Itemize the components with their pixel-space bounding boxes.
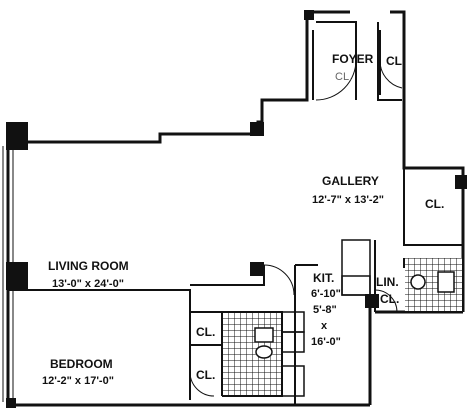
kitchen-dimension-2: 5'-8" (313, 304, 337, 316)
bedroom-upper-closet-label: CL. (196, 325, 216, 339)
kitchen-dimension-1: 6'-10" (311, 288, 341, 300)
bedroom-lower-closet-label: CL. (196, 368, 216, 382)
kitchen-dimension-separator: x (321, 320, 328, 332)
columns (6, 10, 467, 408)
door-swings (189, 59, 403, 397)
kitchen-label: KIT. (313, 271, 335, 285)
kitchen-counters (281, 239, 371, 397)
interior-walls (8, 21, 463, 405)
linen-closet-label-line2: CL. (380, 292, 400, 306)
living-room-dimensions: 13'-0" x 24'-0" (52, 278, 124, 290)
foyer-right-closet-label: CL. (386, 54, 406, 68)
gallery-closet-label: CL. (425, 197, 445, 211)
gallery-label: GALLERY (322, 174, 379, 188)
linen-closet-label-line1: LIN. (376, 275, 399, 289)
living-room-label: LIVING ROOM (48, 259, 129, 273)
gallery-dimensions: 12'-7" x 13'-2" (312, 194, 384, 206)
bedroom-label: BEDROOM (50, 357, 113, 371)
kitchen-dimension-3: 16'-0" (311, 336, 341, 348)
bath-fixtures (254, 271, 455, 359)
bedroom-dimensions: 12'-2" x 17'-0" (42, 375, 114, 387)
foyer-closet-label: CL. (335, 71, 353, 83)
foyer-label: FOYER (332, 52, 374, 66)
